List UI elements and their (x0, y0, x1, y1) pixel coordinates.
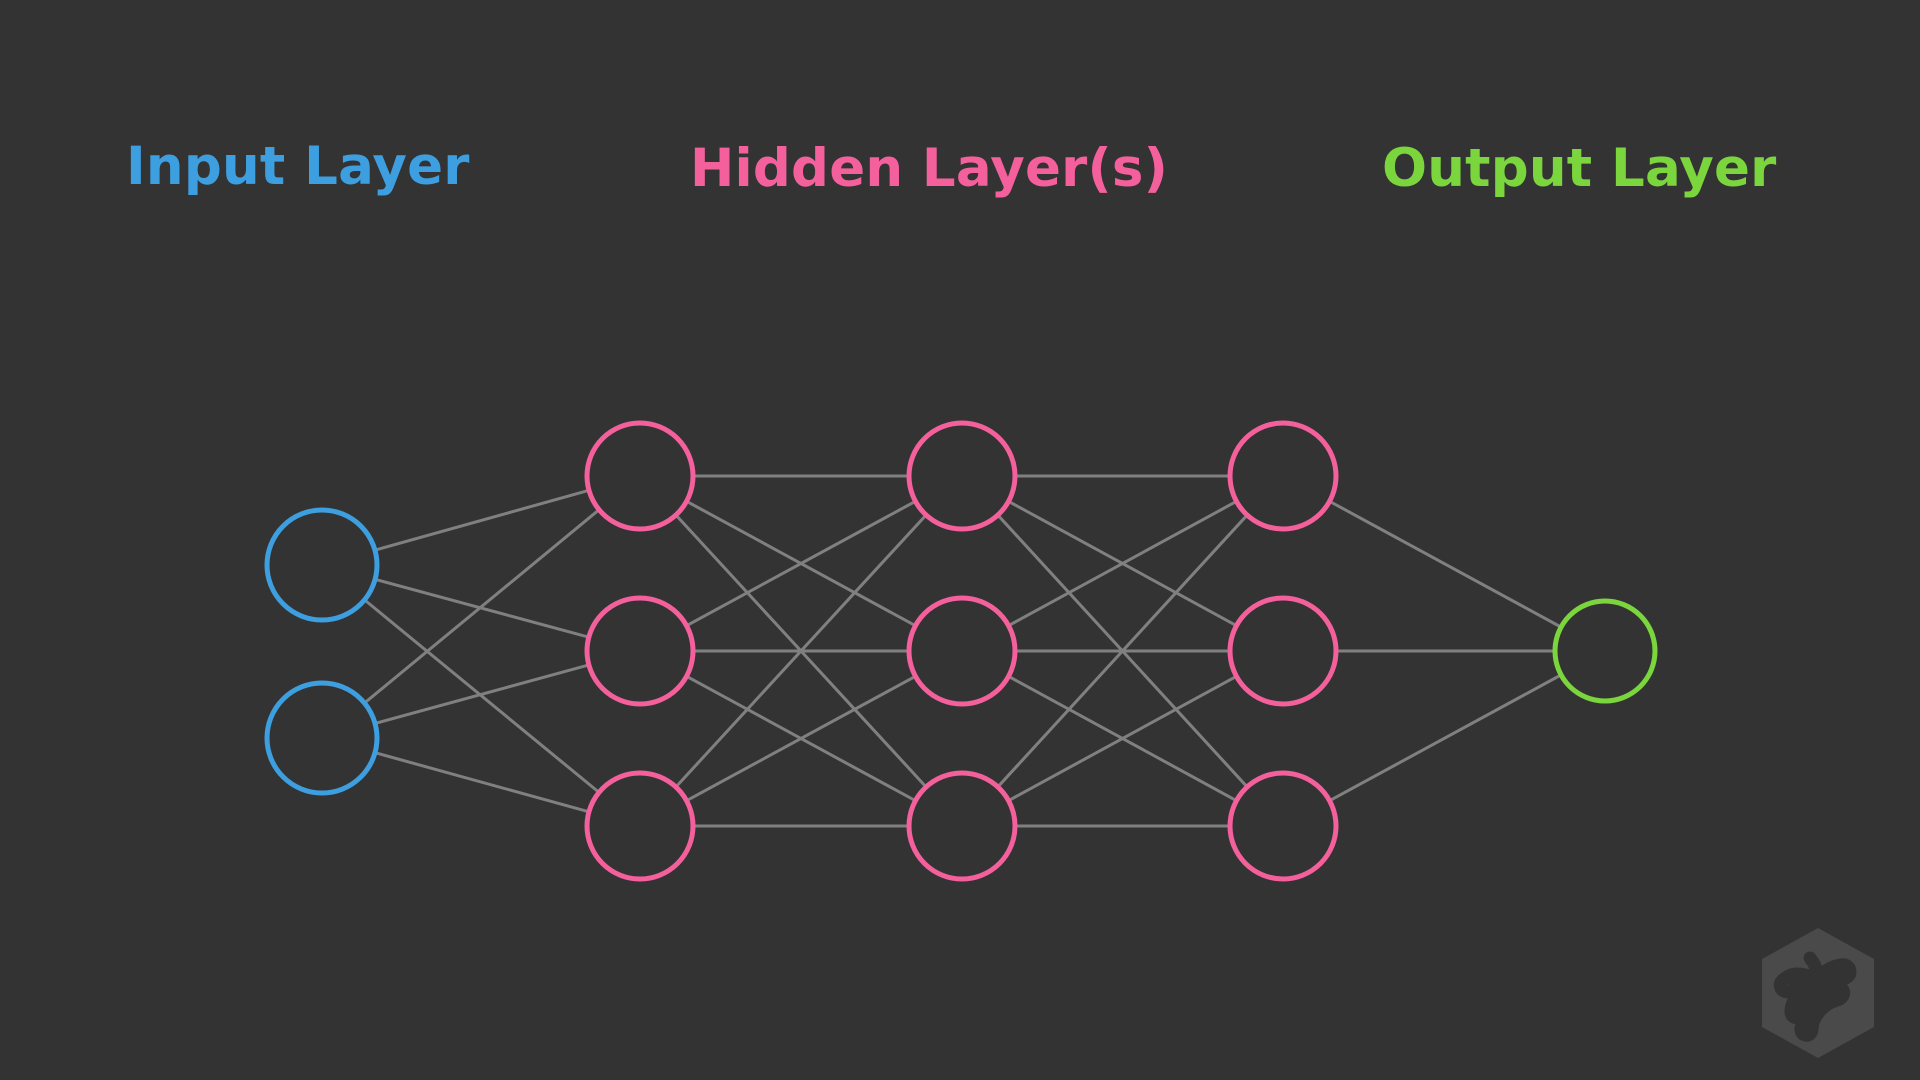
connection-edge (1328, 499, 1563, 629)
brand-hexagon-logo-icon (1762, 928, 1874, 1058)
connection-edge (373, 488, 591, 552)
neuron-node-h2-1[interactable] (906, 420, 1018, 532)
neuron-node-h1-3[interactable] (584, 770, 696, 882)
connection-edge (996, 513, 1249, 789)
neuron-node-h2-2[interactable] (906, 595, 1018, 707)
neuron-node-h3-1[interactable] (1227, 420, 1339, 532)
connection-edge (373, 577, 591, 639)
neuron-node-h1-2[interactable] (584, 595, 696, 707)
connection-edges (362, 474, 1563, 828)
neuron-nodes (264, 420, 1658, 882)
neuron-node-h3-3[interactable] (1227, 770, 1339, 882)
connection-edge (1328, 673, 1563, 803)
connection-edge (1007, 499, 1238, 628)
connection-edge (363, 598, 601, 794)
neuron-branch-glyph (1773, 951, 1857, 1042)
neuron-node-h2-3[interactable] (906, 770, 1018, 882)
connection-edge (373, 751, 591, 814)
connection-edge (373, 663, 591, 725)
connection-edge (1007, 674, 1238, 803)
neuron-node-i2[interactable] (264, 680, 380, 796)
connection-edge (685, 499, 917, 628)
neuron-node-o1[interactable] (1552, 598, 1658, 704)
connection-edge (674, 513, 928, 789)
connection-edge (362, 508, 601, 705)
neuron-node-h3-2[interactable] (1227, 595, 1339, 707)
neuron-node-h1-1[interactable] (584, 420, 696, 532)
neuron-node-i1[interactable] (264, 507, 380, 623)
connection-edge (685, 674, 917, 803)
